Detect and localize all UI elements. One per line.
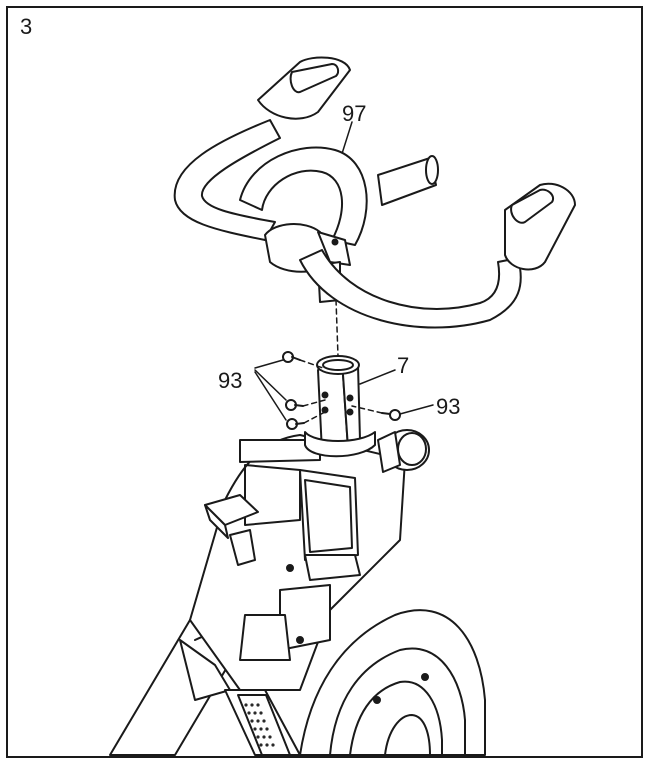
callout-bolt-right-93: 93 [436,394,461,419]
callout-post-7: 7 [397,353,410,378]
front-leg [224,689,301,756]
bolt-upper-left [282,351,301,363]
bolt-lower-left [286,418,305,430]
step-number: 3 [20,14,33,39]
callout-bolts-left-93: 93 [218,368,243,393]
flywheel [299,609,486,756]
bolt-middle-left [285,399,304,411]
handlebar-post [304,355,376,458]
adjustment-knob-right [377,429,430,473]
leader-lines [254,121,434,421]
bolt-right [381,409,401,421]
adjustment-knob-left [204,494,259,566]
handlebar [173,56,576,329]
bolts [282,351,401,430]
alignment-lines [299,299,383,424]
grip-dots [244,703,275,747]
callout-handlebar-97: 97 [342,101,367,126]
